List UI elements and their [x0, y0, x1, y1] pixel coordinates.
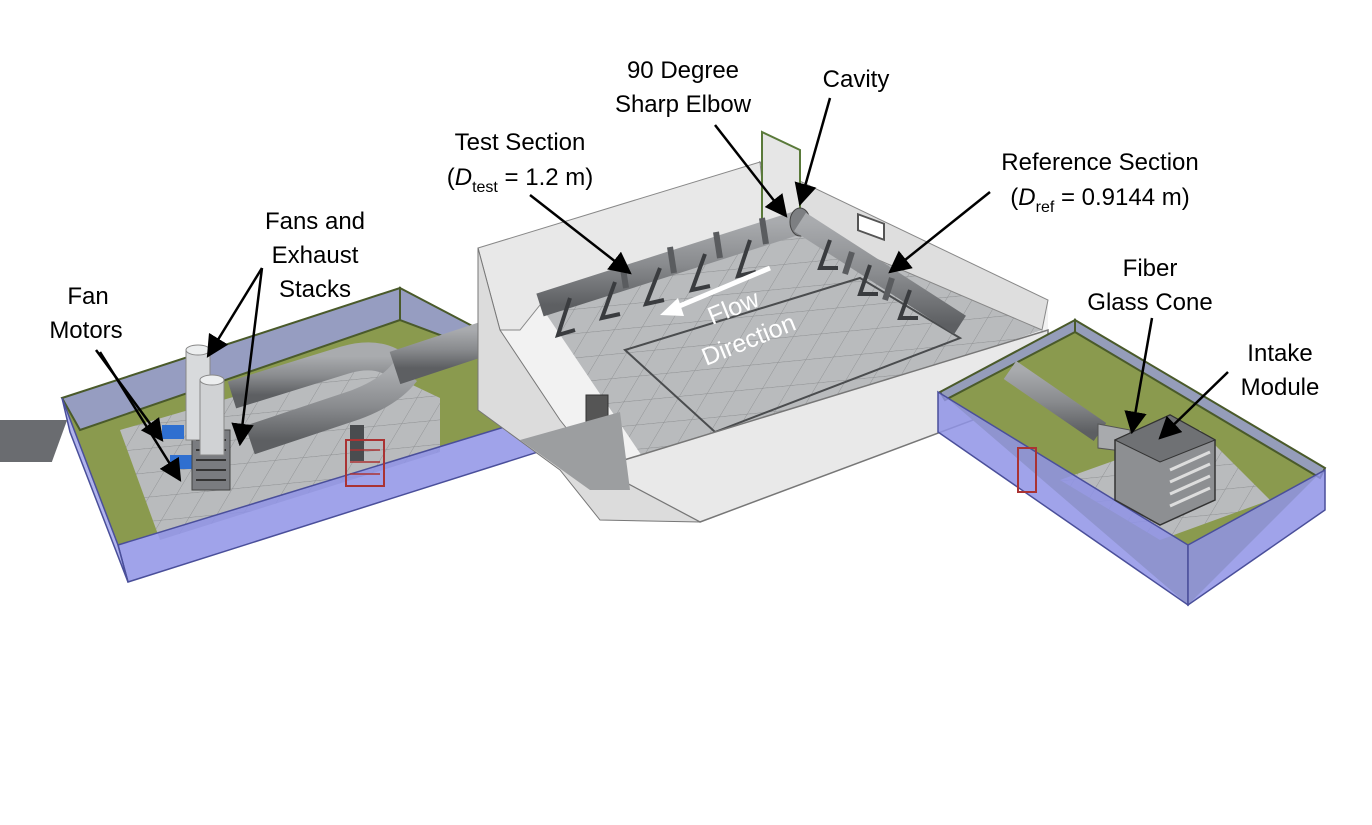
test-section-pipe	[536, 207, 966, 338]
svg-text:Reference Section: Reference Section	[1001, 149, 1198, 176]
svg-text:(Dtest = 1.2 m): (Dtest = 1.2 m)	[447, 164, 594, 196]
leader-arrows	[94, 97, 1229, 482]
svg-text:Module: Module	[1241, 374, 1320, 401]
svg-text:Fan: Fan	[67, 283, 108, 310]
svg-text:Sharp Elbow: Sharp Elbow	[615, 91, 752, 118]
fan-motors-label: Fan Motors	[49, 283, 122, 344]
intake-module-label: Intake Module	[1241, 340, 1320, 401]
test-section-label: Test Section (Dtest = 1.2 m)	[447, 129, 594, 196]
fans-exhaust-label: Fans and Exhaust Stacks	[265, 208, 365, 303]
fiber-glass-cone-label: Fiber Glass Cone	[1087, 255, 1212, 316]
reference-section-label: Reference Section (Dref = 0.9144 m)	[1001, 149, 1198, 216]
svg-text:Intake: Intake	[1247, 340, 1312, 367]
svg-text:90 Degree: 90 Degree	[627, 57, 739, 84]
svg-text:Fiber: Fiber	[1123, 255, 1178, 282]
elbow-label: 90 Degree Sharp Elbow	[615, 57, 752, 118]
svg-text:Test Section: Test Section	[455, 129, 586, 156]
svg-text:Motors: Motors	[49, 317, 122, 344]
exhaust-stacks	[185, 344, 225, 456]
svg-text:Fans and: Fans and	[265, 208, 365, 235]
svg-text:(Dref = 0.9144 m): (Dref = 0.9144 m)	[1010, 184, 1189, 216]
svg-text:Stacks: Stacks	[279, 276, 351, 303]
svg-text:Cavity: Cavity	[823, 66, 890, 93]
svg-text:Exhaust: Exhaust	[272, 242, 359, 269]
svg-text:Glass Cone: Glass Cone	[1087, 289, 1212, 316]
cavity-label: Cavity	[823, 66, 890, 93]
